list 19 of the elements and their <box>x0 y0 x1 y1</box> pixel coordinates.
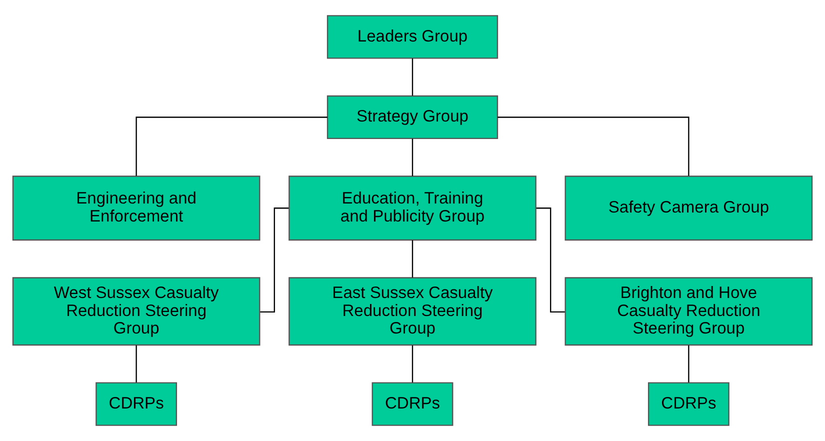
node-box: East Sussex Casualty Reduction Steering Group <box>288 277 536 346</box>
node-box: Strategy Group <box>326 95 498 140</box>
connector <box>136 345 137 382</box>
connector <box>412 138 414 176</box>
connector <box>412 58 414 96</box>
node-box: CDRPs <box>372 382 454 426</box>
node-box: Brighton and Hove Casualty Reduction Steering Group <box>564 277 813 346</box>
node-box: Engineering and Enforcement <box>12 176 260 241</box>
node-box: CDRPs <box>96 382 178 426</box>
connector <box>688 345 690 382</box>
connector <box>412 240 414 278</box>
node-box: Leaders Group <box>326 15 498 59</box>
node-box: Education, Training and Publicity Group <box>288 176 536 241</box>
node-box: West Sussex Casualty Reduction Steering Group <box>12 277 260 346</box>
connector <box>136 116 328 176</box>
node-box: Safety Camera Group <box>564 176 813 241</box>
connector <box>412 345 414 382</box>
connector <box>498 116 690 176</box>
node-box: CDRPs <box>648 382 730 426</box>
